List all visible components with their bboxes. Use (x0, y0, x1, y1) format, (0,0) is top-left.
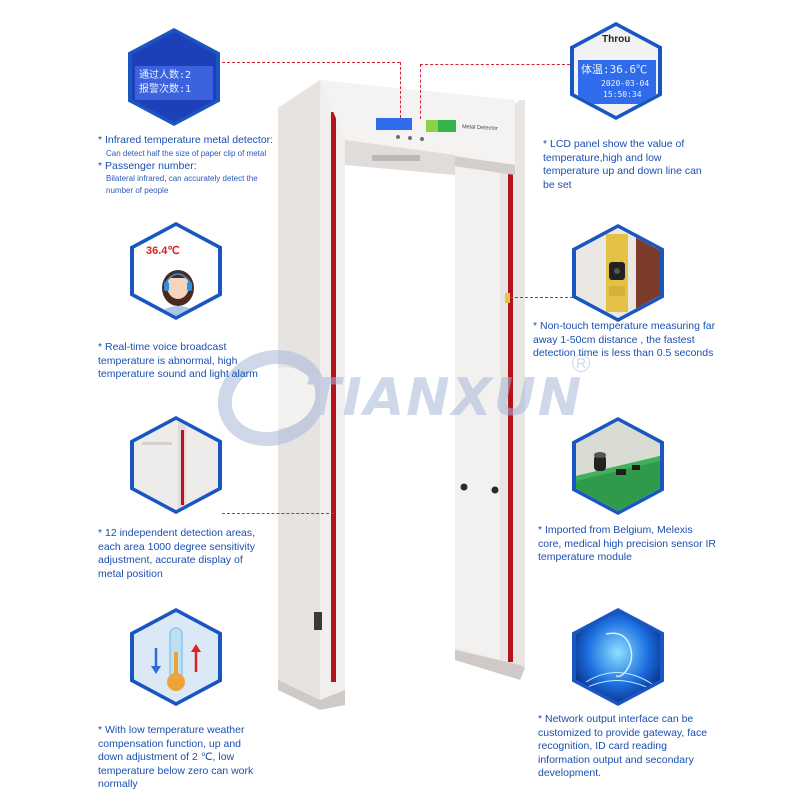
caption-non-touch-sensor: * Non-touch temperature measuring far aw… (533, 320, 716, 359)
gate-pillar-closeup-icon (134, 420, 218, 510)
circuit-board-icon (576, 421, 660, 511)
temperature-lcd: 体温:36.6℃ 2020-03-04 15:50:34 (578, 60, 656, 104)
thermometer-icon (151, 627, 201, 691)
leader-line (222, 513, 334, 514)
feature-hex-voice-broadcast: 36.4℃ (130, 222, 222, 320)
feature-hex-ir-module (572, 417, 664, 515)
caption-passenger-counter: * Infrared temperature metal detector: C… (98, 134, 298, 197)
temperature-lcd-line: 2020-03-04 (601, 79, 650, 88)
brand-watermark: TIANXUN R (210, 340, 600, 450)
caption-bullet: * Passenger number: (98, 159, 197, 172)
counter-lcd: 通过人数:2 报警次数:1 (135, 66, 213, 100)
headset-operator-icon (154, 270, 202, 316)
caption-ir-module: * Imported from Belgium, Melexis core, m… (538, 524, 716, 563)
caption-sub: Bilateral infrared, can accurately detec… (106, 174, 258, 195)
caption-temperature-compensation: * With low temperature weather compensat… (98, 724, 254, 790)
feature-hex-temperature-compensation (130, 608, 222, 706)
brand-logo-icon (217, 349, 327, 447)
brand-watermark-text: TIANXUN (305, 368, 584, 428)
caption-bullet: * Infrared temperature metal detector: (98, 134, 274, 146)
lcd-panel-header: Throu (602, 34, 631, 45)
caption-voice-broadcast: * Real-time voice broadcast temperature … (98, 341, 258, 380)
temperature-lcd-line: 体温:36.6℃ (581, 63, 648, 76)
leader-line (510, 297, 578, 298)
feature-hex-network-output (572, 608, 664, 706)
registered-mark: R (572, 354, 590, 372)
leader-line (420, 64, 421, 119)
leader-line (222, 62, 400, 63)
feature-hex-non-touch-sensor (572, 224, 664, 322)
caption-lcd-panel: * LCD panel show the value of temperatur… (543, 138, 702, 191)
caption-detection-areas: * 12 independent detection areas, each a… (98, 527, 256, 580)
temperature-label: 36.4℃ (146, 245, 180, 257)
caption-sub: Can detect half the size of paper clip o… (106, 148, 267, 158)
leader-line (420, 64, 570, 65)
feature-hex-detection-areas (130, 416, 222, 514)
feature-hex-passenger-counter: 通过人数:2 报警次数:1 (128, 28, 220, 126)
caption-network-output: * Network output interface can be custom… (538, 713, 708, 779)
counter-lcd-line: 报警次数:1 (139, 84, 192, 95)
leader-line (400, 62, 401, 118)
counter-lcd-line: 通过人数:2 (139, 70, 192, 81)
network-face-icon (576, 612, 660, 702)
temperature-lcd-line: 15:50:34 (603, 90, 642, 99)
feature-hex-lcd-panel: Throu 体温:36.6℃ 2020-03-04 15:50:34 (570, 22, 662, 120)
